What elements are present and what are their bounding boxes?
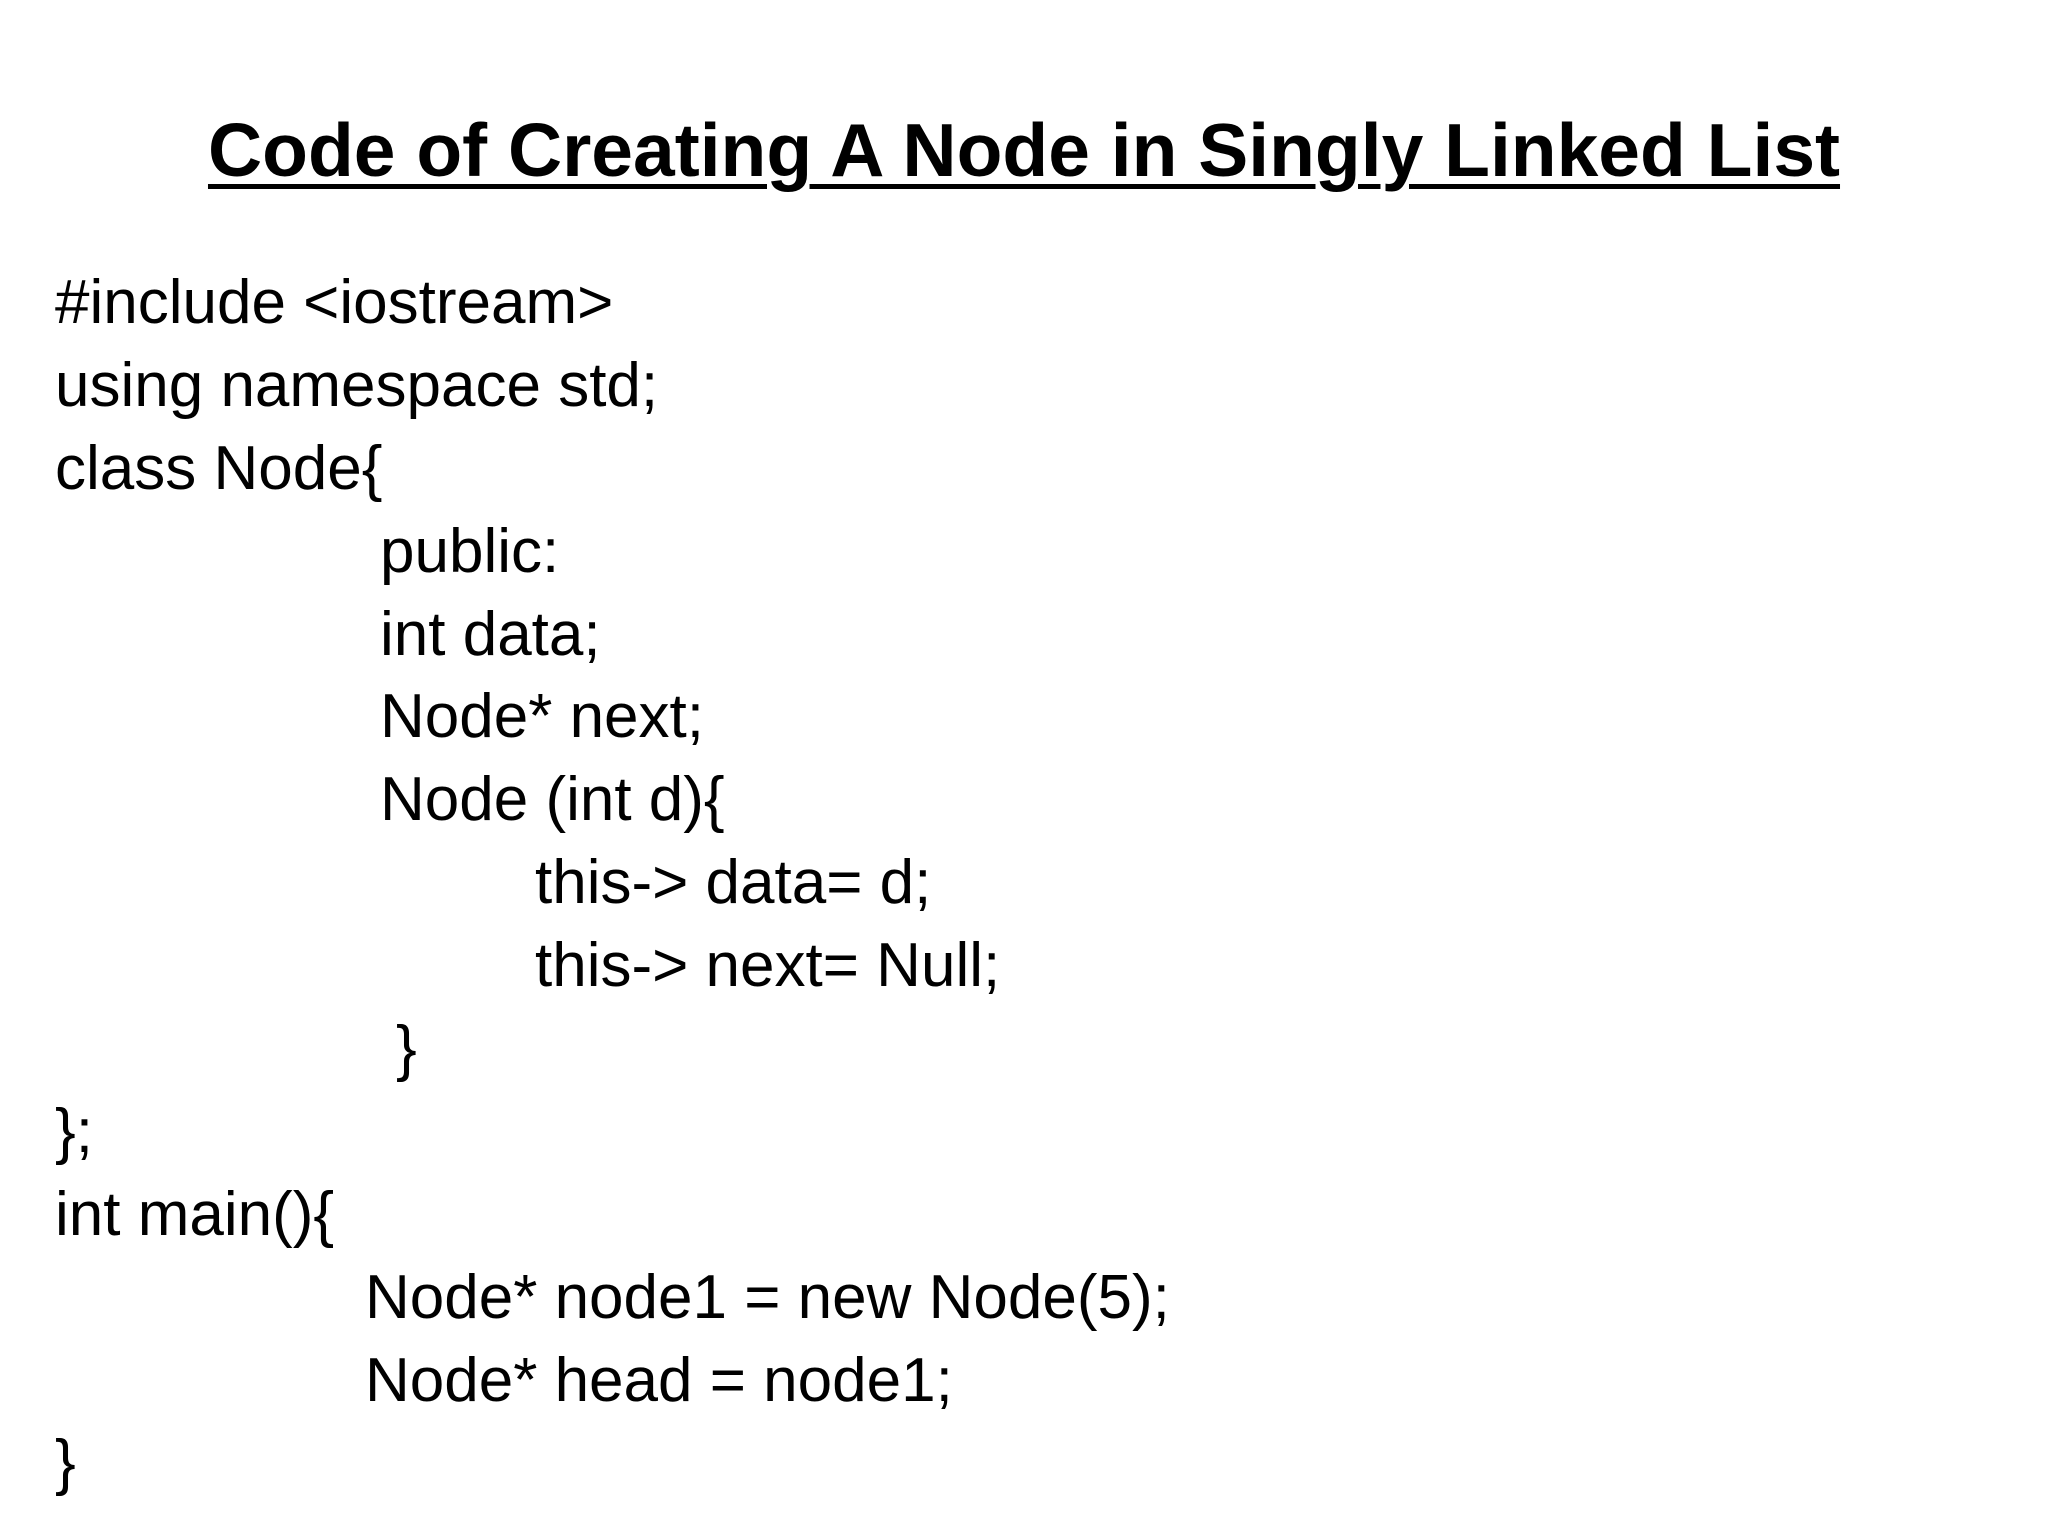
code-line-public: public: — [380, 516, 560, 586]
code-line-constructor-close: } — [396, 1014, 417, 1084]
code-line-class-decl: class Node{ — [55, 433, 383, 503]
code-line-node-next: Node* next; — [380, 682, 704, 752]
code-block: #include <iostream> using namespace std;… — [55, 262, 2015, 1505]
code-line-main-decl: int main(){ — [55, 1179, 335, 1249]
code-line-new-node: Node* node1 = new Node(5); — [365, 1262, 1170, 1332]
code-line-assign-data: this-> data= d; — [535, 848, 932, 918]
code-line-class-close: }; — [55, 1096, 93, 1166]
slide-title: Code of Creating A Node in Singly Linked… — [207, 108, 1841, 192]
code-line-main-close: } — [55, 1428, 76, 1498]
code-line-constructor: Node (int d){ — [380, 765, 725, 835]
code-line-using-namespace: using namespace std; — [55, 350, 659, 420]
code-line-int-data: int data; — [380, 599, 601, 669]
code-line-assign-next: this-> next= Null; — [535, 931, 1001, 1001]
code-line-head: Node* head = node1; — [365, 1345, 953, 1415]
code-line-include: #include <iostream> — [55, 268, 614, 337]
